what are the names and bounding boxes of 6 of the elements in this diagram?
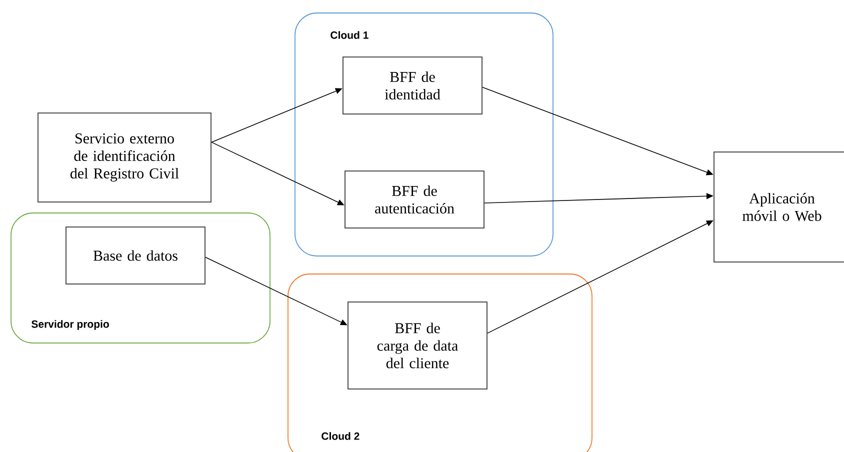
process-box: BFF de autenticación <box>344 170 484 228</box>
process-box: Aplicación móvil o Web <box>714 152 844 262</box>
process-box: BFF de identidad <box>342 56 482 114</box>
process-box: BFF de carga de data del cliente <box>348 302 488 390</box>
process-box: Base de datos <box>66 226 206 284</box>
process-box: Servicio externo de identificación del Registro Civil <box>38 112 212 202</box>
